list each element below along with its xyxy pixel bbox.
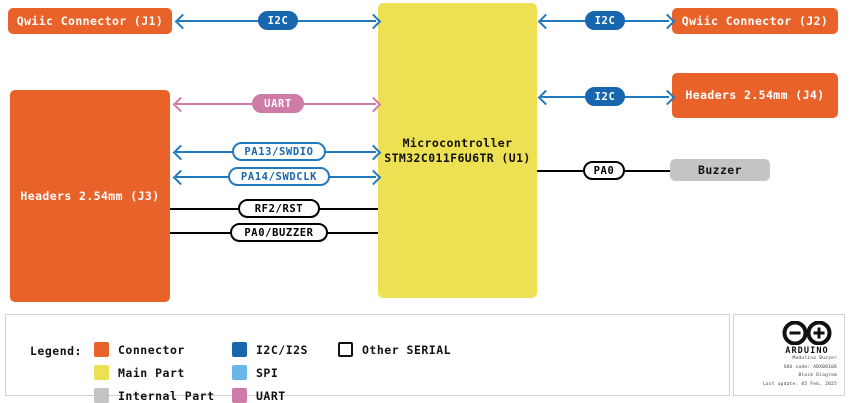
signal-label-i2c-j1[interactable]: I2C	[258, 11, 298, 30]
legend-swatch-main-part	[94, 365, 109, 380]
infinity-icon	[782, 321, 832, 345]
block-microcontroller-u1[interactable]: Microcontroller STM32C011F6U6TR (U1)	[378, 3, 537, 298]
legend-swatch-spi	[232, 365, 247, 380]
legend-item-connector: Connector	[94, 342, 185, 357]
legend-label-other-serial: Other SERIAL	[362, 342, 452, 357]
block-qwiic-connector-j1[interactable]: Qwiic Connector (J1)	[8, 8, 172, 34]
legend-item-internal-part: Internal Part	[94, 388, 215, 403]
legend-item-spi: SPI	[232, 365, 278, 380]
block-headers-j4[interactable]: Headers 2.54mm (J4)	[672, 73, 838, 118]
arrowhead-left-pa14-swdclk	[172, 169, 189, 186]
block-headers-j3[interactable]: Headers 2.54mm (J3)	[10, 90, 170, 302]
credit-metadata: Modulino Buzzer SKU code: ABX00108 Block…	[763, 355, 837, 389]
block-buzzer[interactable]: Buzzer	[670, 159, 770, 181]
signal-label-pa13-swdio[interactable]: PA13/SWDIO	[232, 142, 326, 161]
credit-panel: ARDUINO Modulino Buzzer SKU code: ABX001…	[733, 314, 845, 396]
legend-swatch-connector	[94, 342, 109, 357]
legend-label-uart: UART	[256, 388, 286, 403]
legend-label-main-part: Main Part	[118, 365, 185, 380]
signal-label-pa0-buzzer[interactable]: PA0/BUZZER	[230, 223, 328, 242]
legend-item-main-part: Main Part	[94, 365, 185, 380]
signal-label-pa0[interactable]: PA0	[583, 161, 625, 180]
arduino-wordmark: ARDUINO	[785, 346, 829, 356]
credit-sku: SKU code: ABX00108	[783, 364, 837, 370]
signal-label-uart[interactable]: UART	[252, 94, 304, 113]
microcontroller-title: Microcontroller	[402, 136, 513, 151]
credit-last-update: Last update: 05 Feb, 2025	[762, 381, 837, 387]
arduino-logo: ARDUINO	[778, 321, 836, 356]
block-qwiic-connector-j2[interactable]: Qwiic Connector (J2)	[672, 8, 838, 34]
legend-item-uart: UART	[232, 388, 286, 403]
arrowhead-left-pa13-swdio	[172, 144, 189, 161]
arrowhead-left-uart	[172, 96, 189, 113]
arrowhead-left-i2c-j2	[537, 13, 554, 30]
arrowhead-left-i2c-j4	[537, 89, 554, 106]
signal-label-pa14-swdclk[interactable]: PA14/SWDCLK	[228, 167, 330, 186]
legend-item-i2c-i2s: I2C/I2S	[232, 342, 308, 357]
legend-swatch-uart	[232, 388, 247, 403]
legend-label-connector: Connector	[118, 342, 185, 357]
legend-item-other-serial: Other SERIAL	[338, 342, 451, 357]
legend-label-internal-part: Internal Part	[118, 388, 215, 403]
legend-swatch-i2c-i2s	[232, 342, 247, 357]
legend-title: Legend:	[30, 344, 82, 358]
credit-product: Modulino Buzzer	[792, 356, 837, 362]
signal-label-rf2-rst[interactable]: RF2/RST	[238, 199, 320, 218]
legend-label-spi: SPI	[256, 365, 279, 380]
legend-label-i2c-i2s: I2C/I2S	[256, 342, 308, 357]
microcontroller-part-number: STM32C011F6U6TR (U1)	[384, 150, 531, 165]
legend-swatch-internal-part	[94, 388, 109, 403]
legend-swatch-other-serial	[338, 342, 353, 357]
arrowhead-left-i2c-j1	[174, 13, 191, 30]
signal-label-i2c-j4[interactable]: I2C	[585, 87, 625, 106]
legend-panel: Legend: Connector Main Part Internal Par…	[5, 314, 730, 403]
signal-label-i2c-j2[interactable]: I2C	[585, 11, 625, 30]
credit-doc-type: Block Diagram	[798, 373, 837, 379]
